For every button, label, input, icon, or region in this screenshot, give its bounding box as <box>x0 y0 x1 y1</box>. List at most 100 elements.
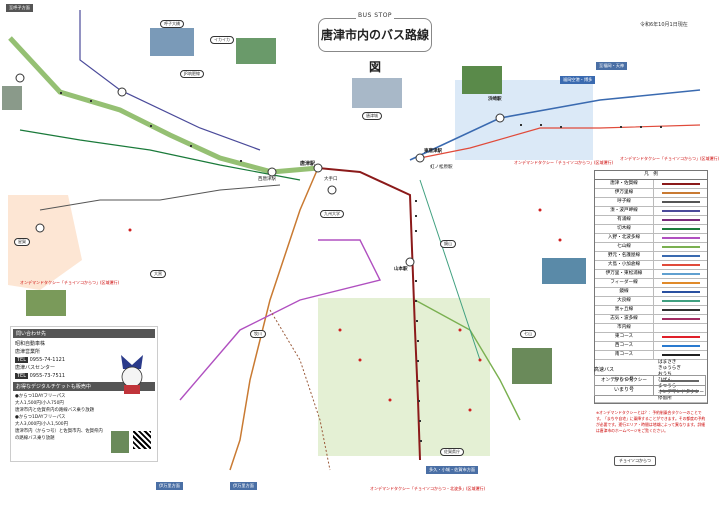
legend-row: 東コース <box>595 333 707 342</box>
legend-ondemand-item: オンデマンドタクシー停留所 <box>658 390 704 401</box>
tel2[interactable]: 0955-73-7511 <box>29 373 66 379</box>
ticket2: ●からつ1DAYフリーパス <box>15 415 66 420</box>
station-karatsu[interactable] <box>313 163 323 173</box>
dest-yobuko: 至呼子方面 <box>6 4 33 12</box>
legend-row: 伊万里線 <box>595 189 707 198</box>
photo-castle <box>352 78 402 108</box>
qr-code-icon[interactable] <box>133 431 151 449</box>
route-imari <box>229 167 319 471</box>
route-south-dots <box>269 309 331 471</box>
dest-fukuoka: 至福岡・天神 <box>596 62 628 70</box>
legend-row-name: 入野・北波多線 <box>595 234 654 242</box>
photo-forest <box>462 66 502 94</box>
legend: 凡 例 唐津・佐賀線伊万里線呼子線湊・波戸岬線有浦線切木線入野・北波多線七山線野… <box>594 170 708 404</box>
legend-row-name: 野元・名護屋線 <box>595 252 654 260</box>
legend-row: 西コース <box>595 342 707 351</box>
label-ogu: 大手口 <box>324 177 338 182</box>
highway-swatch <box>660 389 699 392</box>
ticket1: ●からつ1DAYフリーパス <box>15 394 66 399</box>
highway-row: いまり号 <box>594 386 706 396</box>
ticket2-note: 唐津市内（からつ号）と佐賀市内、佐賀県内の路線バス乗り放題 <box>15 429 103 441</box>
choisoko-chip[interactable]: チョイソコからつ <box>614 456 656 466</box>
contact-office2: 唐津バスセンター <box>15 365 56 371</box>
legend-row: 唐津・佐賀線 <box>595 180 707 189</box>
route-nanayama <box>414 299 521 421</box>
legend-swatch <box>661 354 700 356</box>
legend-row: 七山線 <box>595 243 707 252</box>
legend-row: 大良線 <box>595 297 707 306</box>
legend-row-name: 呼子線 <box>595 198 654 206</box>
legend-swatch <box>661 192 700 194</box>
legend-row: 野元・名護屋線 <box>595 252 707 261</box>
station-west-end[interactable] <box>35 223 45 233</box>
highway-row-name: いまり号 <box>595 386 654 395</box>
station-nw[interactable] <box>117 87 127 97</box>
legend-ondemand-item: おうち <box>658 372 672 377</box>
legend-swatch <box>661 336 700 338</box>
contact-box: 問い合わせ先 昭和自動車株 唐津営業所 TEL 0955-74-1121 唐津バ… <box>10 326 158 462</box>
tel2-tag: TEL <box>15 373 28 379</box>
route-kirigi <box>19 129 301 181</box>
legend-row-name: 西コース <box>595 342 654 350</box>
label-nishi: 西唐津駅 <box>258 177 276 182</box>
station-hamasaki[interactable] <box>495 113 505 123</box>
photo-valley <box>512 348 552 384</box>
legend-city-rows: 東コース西コース南コース <box>595 333 707 360</box>
route-higashi <box>419 124 701 159</box>
legend-swatch <box>661 219 700 221</box>
legend-swatch <box>661 345 700 347</box>
legend-row: 大島・小加倉線 <box>595 261 707 270</box>
tel1-tag: TEL <box>15 357 28 363</box>
legend-row: 志気・波多線 <box>595 315 707 324</box>
station-nishi[interactable] <box>267 167 277 177</box>
station-yamamoto[interactable] <box>405 257 415 267</box>
legend-row-name: 湊・波戸岬線 <box>595 207 654 215</box>
legend-row: 切木線 <box>595 225 707 234</box>
station-higashi[interactable] <box>415 153 425 163</box>
legend-swatch <box>661 237 700 239</box>
spot-hoshi: 星賀 <box>14 238 30 246</box>
spot-nanayama: 七山 <box>520 330 536 338</box>
legend-row-name: 鏡線 <box>595 288 654 296</box>
highway-legend: 高速バス からつ号いまり号 <box>594 366 706 396</box>
legend-swatch <box>661 228 700 230</box>
route-east-coast <box>419 179 481 361</box>
legend-swatch <box>661 264 700 266</box>
ticket1-price: 大人1,500円/小人750円 <box>15 401 64 406</box>
spot-ikaika: イカイカ <box>210 36 234 44</box>
legend-ondemand-item: きゅうらぎ <box>658 366 681 371</box>
legend-row-name: 志気・波多線 <box>595 315 654 323</box>
legend-row: フィーダー線 <box>595 279 707 288</box>
ticket1-note: 唐津市内と佐賀県内の路線バス乗り放題 <box>15 408 95 413</box>
highway-row: からつ号 <box>594 376 706 386</box>
spot-kyushu: 九州大学 <box>320 210 344 218</box>
title-box: 唐津市内のバス路線図 <box>318 18 432 74</box>
dest-imari: 伊万里方面 <box>156 482 183 490</box>
legend-row-name: 伊万里線 <box>595 189 654 197</box>
mascot-icon <box>115 351 149 395</box>
legend-swatch <box>661 300 700 302</box>
callout-ondemand-4: オンデマンドタクシー「チョイソコからつ・北波多」(区域運行) <box>370 486 486 491</box>
tel1[interactable]: 0955-74-1121 <box>29 357 66 363</box>
spot-jr: JR筑肥線 <box>180 70 204 78</box>
spot-pins <box>128 208 562 412</box>
legend-swatch <box>661 273 700 275</box>
station-north[interactable] <box>15 73 25 83</box>
legend-city-header: 市内線 <box>595 324 707 333</box>
legend-header: 凡 例 <box>595 171 707 180</box>
photo-bridge <box>150 28 194 56</box>
label-hamasaki: 浜崎駅 <box>488 97 502 102</box>
legend-ondemand-item: はまさき <box>658 360 677 365</box>
legend-row-name: フィーダー線 <box>595 279 654 287</box>
legend-row: 南コース <box>595 351 707 360</box>
legend-swatch <box>661 201 700 203</box>
photo-sea <box>542 258 586 284</box>
ondemand-note: ※オンデマンドタクシーとは？：予約制乗合タクシーのことです。「まちや自宅」に乗降… <box>596 410 706 433</box>
legend-ondemand-item: まつうら <box>658 384 677 389</box>
station-ogu[interactable] <box>327 185 337 195</box>
spot-castle: 唐津城 <box>362 112 382 120</box>
legend-row: 黒ヶ丘線 <box>595 306 707 315</box>
spot-kyugoku: 佐賀県庁 <box>440 448 464 456</box>
legend-row: 入野・北波多線 <box>595 234 707 243</box>
